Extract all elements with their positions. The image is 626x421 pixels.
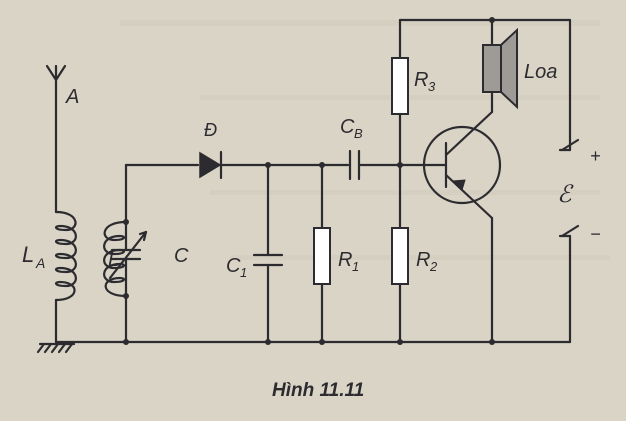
resistor-r1-label-main: R xyxy=(338,249,352,271)
source-minus-label: − xyxy=(590,224,601,244)
capacitor-c1-label-sub: 1 xyxy=(240,265,247,280)
ground-symbol xyxy=(36,342,76,354)
resistor-r2 xyxy=(391,227,409,344)
capacitor-c1-label-main: C xyxy=(226,255,241,277)
resistor-r2-label-main: R xyxy=(416,249,430,271)
source-plus-label: + xyxy=(590,146,601,166)
junction-dot xyxy=(489,339,495,345)
tank-coil xyxy=(103,220,128,298)
speaker-label: Loa xyxy=(524,61,557,83)
junction-dot xyxy=(319,162,325,168)
variable-capacitor-label: C xyxy=(174,245,189,267)
source-emf-label: ℰ xyxy=(557,181,574,208)
junction-dot xyxy=(265,162,271,168)
diode-label: Đ xyxy=(204,120,217,140)
junction-dot xyxy=(319,339,325,345)
figure-caption: Hình 11.11 xyxy=(272,380,364,401)
capacitor-cb xyxy=(348,149,402,181)
transistor xyxy=(398,110,502,220)
antenna-label: A xyxy=(65,86,79,108)
capacitor-c1-label: C 1 xyxy=(226,255,247,280)
resistor-r3-label-main: R xyxy=(414,69,428,91)
resistor-r3-label: R 3 xyxy=(414,69,436,94)
capacitor-cb-label-main: C xyxy=(340,116,355,138)
resistor-r3 xyxy=(391,18,409,230)
capacitor-cb-label: C B xyxy=(340,116,363,141)
antenna-coil-label: L A xyxy=(22,242,45,271)
junction-dot xyxy=(123,293,129,299)
junction-dot xyxy=(397,339,403,345)
antenna xyxy=(45,64,67,214)
power-source xyxy=(558,18,580,344)
resistor-r3-label-sub: 3 xyxy=(428,79,436,94)
junction-dot xyxy=(265,339,271,345)
antenna-coil xyxy=(54,210,77,344)
resistor-r2-label-sub: 2 xyxy=(429,259,438,274)
junction-dot xyxy=(123,219,129,225)
variable-capacitor xyxy=(108,163,148,344)
speaker xyxy=(482,18,518,114)
resistor-r1-label-sub: 1 xyxy=(352,259,359,274)
resistor-r2-label: R 2 xyxy=(416,249,438,274)
resistor-r1-label: R 1 xyxy=(338,249,359,274)
capacitor-cb-label-sub: B xyxy=(354,126,363,141)
junction-dot xyxy=(123,339,129,345)
capacitor-c1 xyxy=(252,163,284,344)
antenna-coil-label-sub: A xyxy=(35,255,45,271)
antenna-coil-label-main: L xyxy=(22,242,34,267)
resistor-r1 xyxy=(313,163,331,344)
